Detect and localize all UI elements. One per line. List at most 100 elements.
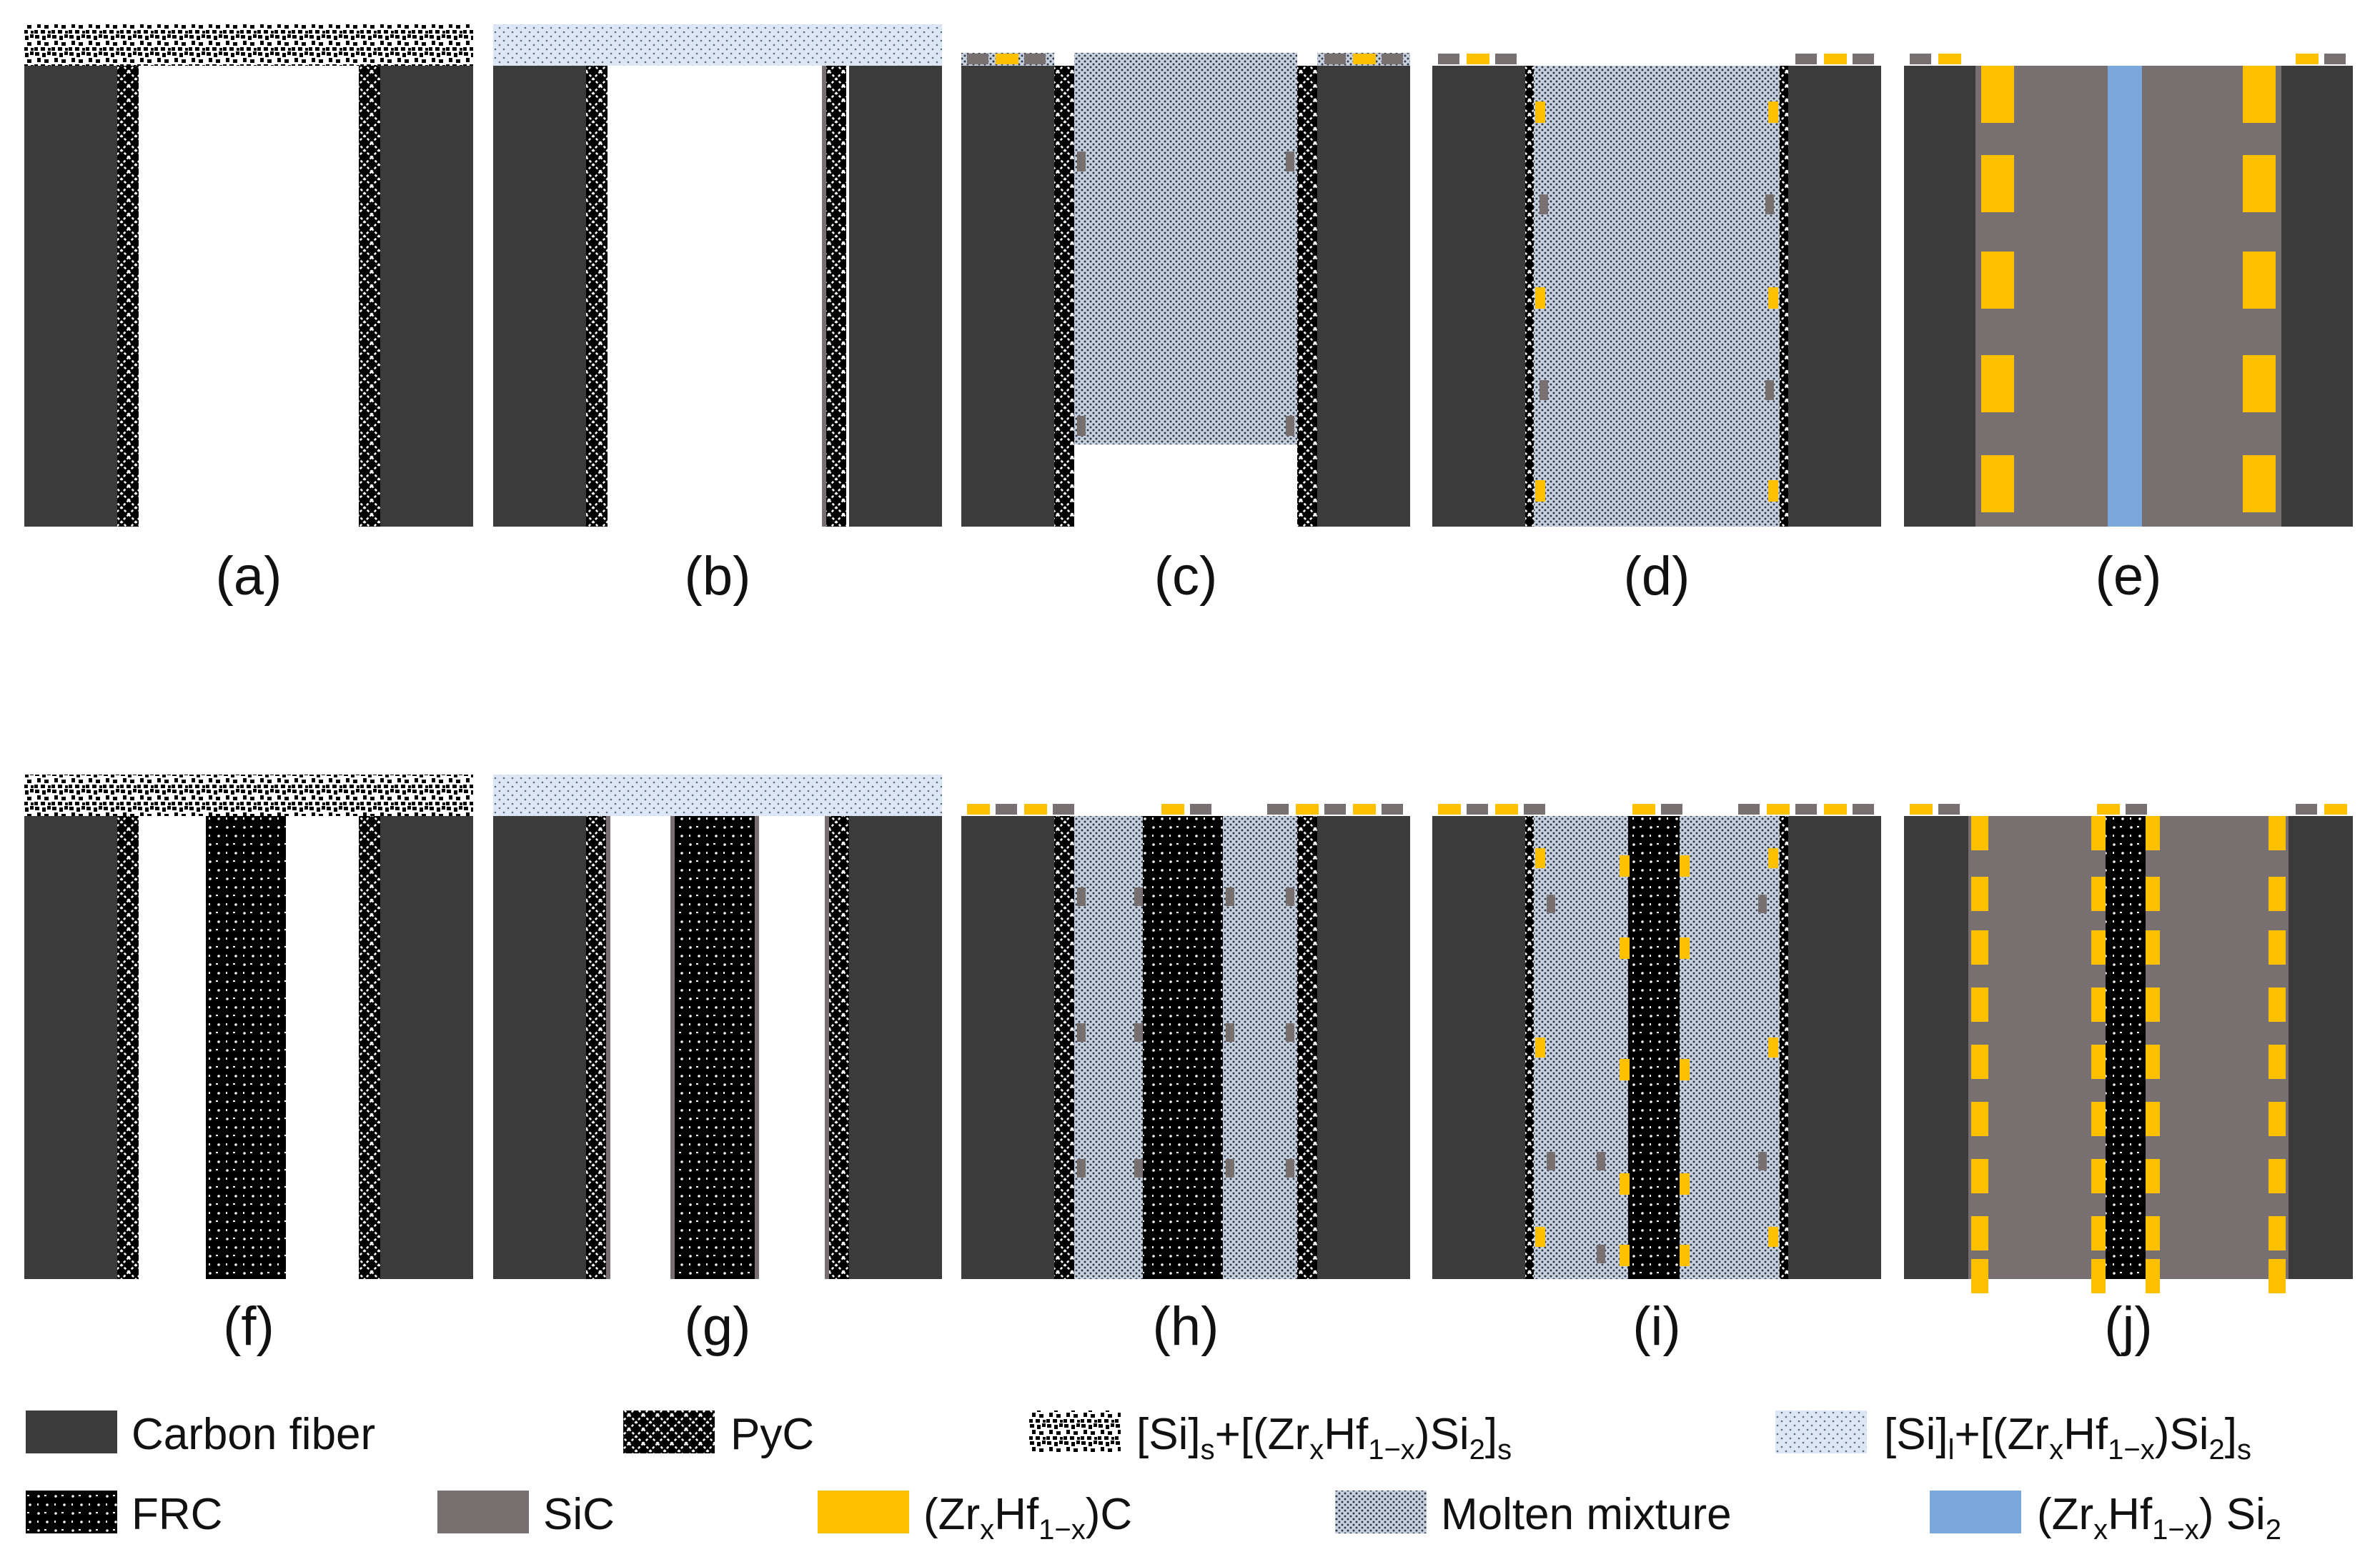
- zrhf-c-grain: [1024, 804, 1047, 815]
- zrhf-c-grain: [996, 54, 1018, 64]
- zrhf-c-grain: [2097, 804, 2120, 815]
- zrhf-c-grain: [2269, 988, 2286, 1022]
- zrhf-c-grain: [1632, 804, 1655, 815]
- zrhf-c-grain: [1680, 1059, 1690, 1080]
- zrhf-c-grain: [1535, 287, 1545, 309]
- zrhf-c-grain: [1768, 101, 1778, 123]
- zrhf-c-grain: [1768, 287, 1778, 309]
- zrhf-c-grain: [1824, 54, 1847, 64]
- sic-grain: [1438, 54, 1459, 64]
- liquid-mixture-label: [Si]l+[(ZrxHf1−x)Si2]s: [1884, 1410, 2251, 1466]
- zrhf-c-grain: [2269, 1216, 2286, 1250]
- zrhf-c-grain: [1910, 804, 1933, 815]
- zrhf-c-grain: [1495, 804, 1518, 815]
- panel-e: [1904, 54, 2353, 527]
- zrhf-c-grain: [2091, 1102, 2106, 1136]
- solid-mixture-layer: [24, 775, 473, 816]
- pyc-layer: [359, 816, 380, 1279]
- zrhf-c-grain: [2091, 988, 2106, 1022]
- zrhf-c-grain: [1535, 1038, 1545, 1058]
- zrhf-c-grain: [2091, 1045, 2106, 1079]
- sic-grain: [1077, 416, 1086, 436]
- sic-grain: [1226, 1159, 1234, 1178]
- solid-mixture-swatch: [1029, 1411, 1121, 1453]
- carbon-fiber: [380, 66, 473, 527]
- zrhf-c-grain: [967, 804, 990, 815]
- zrhf-c-grain: [2243, 355, 2276, 412]
- zrhf-c-grain: [1535, 101, 1545, 123]
- carbon-fiber-swatch: [26, 1411, 117, 1453]
- carbon-fiber: [493, 66, 586, 527]
- sic-grain: [1539, 380, 1548, 400]
- zrhf-c-grain: [2146, 930, 2160, 965]
- pyc-layer: [359, 66, 380, 527]
- pyc-layer: [1780, 66, 1788, 527]
- pyc-layer: [1054, 66, 1074, 527]
- zrhf-c-grain: [2269, 930, 2286, 965]
- zrhf-c-grain: [1620, 1173, 1630, 1195]
- zrhf-c-grain: [2091, 877, 2106, 911]
- zrhf-c-grain: [2243, 252, 2276, 309]
- sic-grain: [1324, 54, 1346, 64]
- zrhf-c-grain: [2091, 1259, 2106, 1293]
- pyc-layer: [586, 66, 608, 527]
- frc-core: [206, 816, 286, 1279]
- zrhf-c-grain: [2269, 1102, 2286, 1136]
- zrhf-c-swatch: [818, 1491, 909, 1533]
- sic-grain: [1524, 804, 1545, 815]
- zrhf-c-grain: [1353, 804, 1376, 815]
- sic-grain: [1795, 804, 1817, 815]
- zrhf-c-grain: [1768, 480, 1778, 502]
- sic-layer: [755, 816, 759, 1279]
- molten-mixture-label: Molten mixture: [1441, 1490, 1732, 1539]
- sic-grain: [1547, 1152, 1555, 1170]
- carbon-fiber: [1788, 816, 1881, 1279]
- zrhf-c-grain: [1535, 1227, 1545, 1247]
- zrhf-c-grain: [2269, 1159, 2286, 1193]
- panel-caption: (d): [1624, 546, 1690, 607]
- sic-grain: [1267, 804, 1289, 815]
- pyc-layer: [826, 66, 846, 527]
- sic-grain: [1134, 1023, 1143, 1042]
- zrhf-c-grain: [1353, 54, 1376, 64]
- zrhf-c-grain: [1938, 54, 1961, 64]
- carbon-fiber: [1432, 66, 1525, 527]
- panel-caption: (i): [1632, 1296, 1681, 1357]
- sic-label: SiC: [543, 1490, 615, 1539]
- pyc-layer: [117, 816, 139, 1279]
- sic-grain: [1758, 1152, 1767, 1170]
- pyc-layer: [1525, 816, 1534, 1279]
- sic-grain: [1495, 54, 1517, 64]
- zrhf-c-grain: [2091, 1216, 2106, 1250]
- sic-grain: [1286, 416, 1294, 436]
- zrhf-c-grain: [1161, 804, 1184, 815]
- sic-grain: [1539, 194, 1548, 214]
- carbon-fiber: [1432, 816, 1525, 1279]
- carbon-fiber: [1904, 66, 1975, 527]
- sic-grain: [1053, 804, 1074, 815]
- pyc-layer: [1780, 816, 1788, 1279]
- pyc-swatch: [623, 1411, 715, 1453]
- panel-caption: (a): [216, 546, 282, 607]
- sic-grain: [1758, 895, 1767, 913]
- panels-layer: (a)(b)(c)(d)(e)(f)(g)(h)(i)(j): [24, 24, 2353, 1357]
- zrhf-c-grain: [2146, 816, 2160, 850]
- zrhf-si2-swatch: [1930, 1491, 2021, 1533]
- zrhf-c-grain: [1981, 455, 2014, 512]
- pyc-layer: [586, 816, 606, 1279]
- molten-mixture: [1534, 66, 1780, 527]
- frc-core: [675, 816, 755, 1279]
- carbon-fiber: [2281, 66, 2353, 527]
- zrhf-c-grain: [1971, 1216, 1988, 1250]
- zrhf-c-grain: [1620, 1245, 1630, 1266]
- panel-caption: (f): [223, 1296, 274, 1357]
- zrhf-c-grain: [1971, 877, 1988, 911]
- panel-f: [24, 775, 473, 1279]
- zrhf-c-grain: [1438, 804, 1461, 815]
- panel-caption: (e): [2096, 546, 2162, 607]
- zrhf-c-grain: [1768, 1227, 1778, 1247]
- sic-grain: [2296, 804, 2317, 815]
- sic-grain: [1286, 1023, 1294, 1042]
- zrhf-c-grain: [1971, 988, 1988, 1022]
